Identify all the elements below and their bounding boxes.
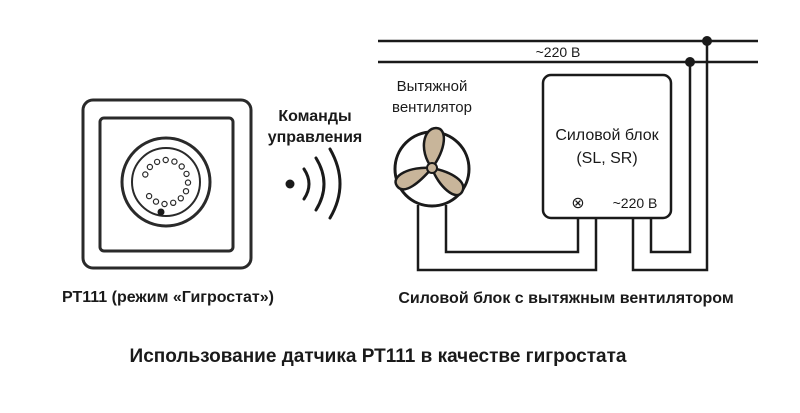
power-block-output-symbol: ⊗: [571, 195, 584, 212]
sensor-outer-frame: [81, 98, 253, 270]
wire-fan-outer: [416, 205, 598, 272]
sensor-led: [142, 171, 149, 178]
commands-label-line1: Команды: [278, 108, 351, 125]
sensor-indicator-dot: [157, 208, 165, 216]
wiring: [416, 41, 709, 272]
fan-label-line2: вентилятор: [392, 99, 472, 116]
sensor-led: [171, 158, 178, 165]
power-block: Силовой блок (SL, SR) ⊗ ~220 В: [541, 73, 673, 220]
sensor-led: [184, 179, 192, 186]
power-block-input-label: ~220 В: [613, 195, 658, 211]
power-block-title-line1: Силовой блок: [555, 127, 659, 144]
power-block-box: [541, 73, 673, 220]
signal-wave-small: [302, 167, 311, 201]
sensor-inner-frame: [98, 116, 235, 253]
sensor-led: [183, 170, 190, 178]
sensor-led: [161, 200, 168, 208]
sensor-device: [81, 98, 253, 270]
signal-source-dot: [285, 179, 295, 189]
fan-blade-left: [394, 166, 435, 191]
signal-wave-medium: [314, 156, 326, 212]
signal-wave-large: [328, 147, 342, 220]
sensor-led: [152, 198, 160, 205]
fan-blade-top: [422, 126, 445, 171]
commands-label-line2: управления: [268, 129, 363, 146]
sensor-led: [178, 163, 185, 170]
sensor-led-ring: [142, 156, 192, 208]
fan-label-line1: Вытяжной: [397, 78, 468, 95]
power-block-title-line2: (SL, SR): [576, 150, 637, 167]
sensor-dial-inner: [131, 147, 201, 217]
sensor-led: [182, 187, 190, 195]
power-block-caption: Силовой блок с вытяжным вентилятором: [398, 290, 733, 307]
main-line-voltage-label: ~220 В: [536, 44, 581, 60]
sensor-dial-outer: [120, 136, 212, 228]
sensor-caption: РТ111 (режим «Гигростат»): [62, 289, 274, 306]
wire-fan-inner: [444, 205, 580, 254]
sensor-led: [153, 158, 161, 166]
sensor-led: [177, 195, 184, 202]
sensor-led: [145, 192, 153, 200]
fan-hub: [426, 162, 438, 174]
sensor-led: [146, 163, 154, 171]
sensor-led: [162, 156, 169, 164]
footer-title: Использование датчика РТ111 в качестве г…: [130, 346, 627, 367]
wireless-signal-icon: [285, 147, 342, 220]
wire-block-input-lower: [649, 62, 692, 254]
exhaust-fan-icon: [393, 126, 471, 208]
sensor-led: [169, 199, 177, 206]
wire-block-input-upper: [631, 41, 709, 272]
fan-blade-right: [430, 166, 465, 197]
